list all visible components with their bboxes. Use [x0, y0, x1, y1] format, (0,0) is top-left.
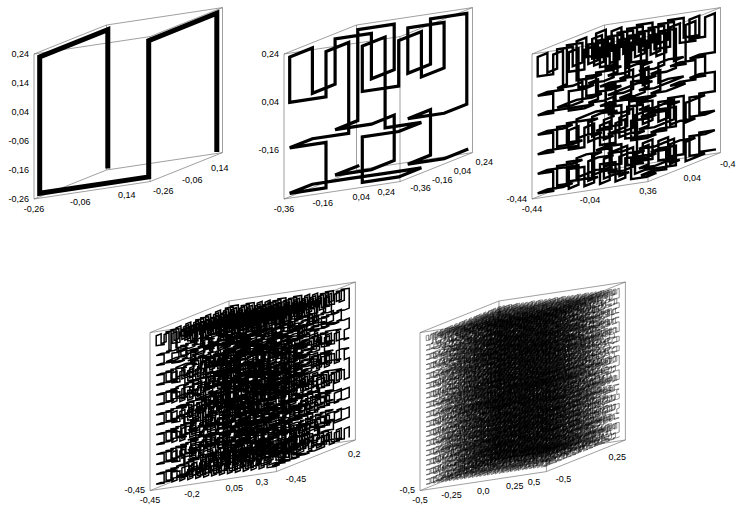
axis-tick-label: -0,26 [153, 186, 174, 197]
axis-tick-label: -0,16 [9, 165, 30, 176]
bounding-box [284, 8, 473, 199]
hilbert-curve [290, 13, 467, 193]
axis-tick-label: 0,5 [528, 477, 541, 488]
hilbert-curve [538, 13, 715, 193]
axis-tick-label: 0,04 [353, 192, 371, 203]
axis-tick-label: -0,45 [140, 495, 161, 506]
axis-tick-label: 0,3 [256, 477, 269, 488]
axis-tick-label: 0,24 [377, 187, 395, 198]
hilbert-curve [156, 288, 349, 484]
axis-tick-label: 0,25 [506, 481, 524, 492]
axis-tick-label: 0,04 [262, 97, 280, 108]
axis-tick-label: -0,5 [556, 474, 572, 485]
hilbert-curve [426, 288, 619, 484]
axis-tick-label: -0,06 [9, 136, 30, 147]
axis-tick-label: -0,25 [441, 490, 462, 501]
axis-tick-label: -0,2 [184, 489, 200, 500]
axis-tick-label: -0,06 [70, 197, 91, 208]
axis-tick-label: 0,24 [262, 49, 280, 60]
hilbert-curve [40, 13, 217, 193]
axis-tick-label: -0,44 [507, 194, 528, 205]
axis-tick-label: -0,16 [312, 198, 333, 209]
axis-tick-label: 0,0 [477, 486, 490, 497]
axis-tick-label: 0,24 [476, 157, 494, 168]
axis-tick-label: 0,04 [684, 173, 702, 184]
axis-tick-label: -0,04 [580, 195, 601, 206]
axis-tick-label: 0,14 [118, 190, 136, 201]
axis-tick-label: -0,4 [720, 159, 736, 170]
bounding-box [150, 282, 355, 491]
axis-tick-label: 0,25 [609, 452, 627, 463]
axis-tick-label: -0,5 [400, 485, 416, 496]
axis-tick-label: 0,14 [12, 78, 30, 89]
axis-tick-label: -0,26 [9, 194, 30, 205]
axis-tick-label: 0,05 [226, 483, 244, 494]
axis-tick-label: -0,44 [522, 204, 543, 215]
axis-tick-label: 0,04 [12, 107, 30, 118]
bounding-box [420, 282, 625, 491]
axis-tick-label: 0,14 [211, 163, 229, 174]
axis-tick-label: -0,06 [182, 175, 203, 186]
axis-tick-label: 0,36 [639, 186, 657, 197]
axis-tick-label: -0,16 [432, 175, 453, 186]
axis-tick-label: -0,5 [412, 495, 428, 506]
bounding-box [34, 8, 223, 199]
axis-tick-label: -0,36 [410, 183, 431, 194]
bounding-box [532, 8, 721, 199]
axis-tick-label: 0,04 [454, 166, 472, 177]
axis-tick-label: -0,26 [24, 204, 45, 215]
axis-tick-label: -0,45 [125, 485, 146, 496]
axis-tick-label: 0,2 [348, 449, 361, 460]
axis-tick-label: -0,16 [259, 145, 280, 156]
axis-tick-label: 0,24 [12, 49, 30, 60]
axis-tick-label: -0,45 [286, 474, 307, 485]
axis-tick-label: -0,36 [274, 204, 295, 215]
